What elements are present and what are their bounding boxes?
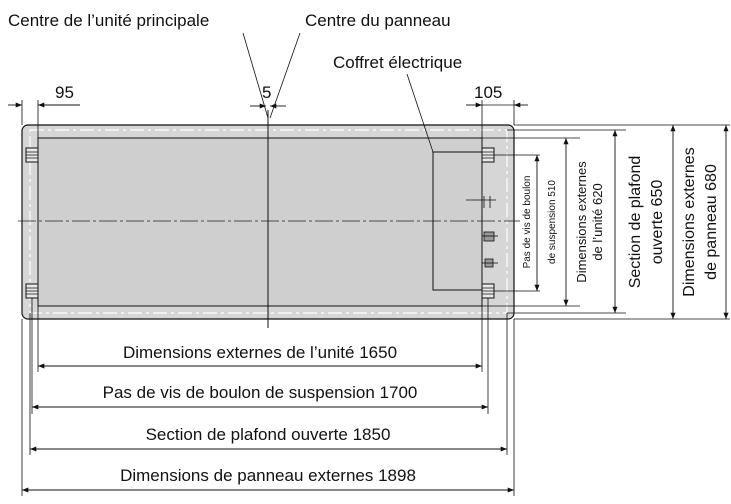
dim-unit-620-label-2: de l’unité 620 xyxy=(590,183,605,260)
panel-centre-label: Centre du panneau xyxy=(305,11,451,30)
dim-bolt-510-label-1: Pas de vis de boulon xyxy=(522,176,533,269)
electric-box-leader xyxy=(406,73,434,153)
hanger-bracket-top-left xyxy=(25,147,39,163)
dim-ceiling-1850-label: Section de plafond ouverte 1850 xyxy=(146,425,391,444)
dim-unit-1650-label: Dimensions externes de l’unité 1650 xyxy=(123,343,397,362)
dim-105-label: 105 xyxy=(474,83,502,102)
drain-fitting xyxy=(466,196,496,208)
hanger-bracket-bottom-left xyxy=(25,283,39,299)
main-unit-centre-leader xyxy=(242,32,269,119)
dim-unit-620-label-1: Dimensions externes xyxy=(574,161,589,283)
unit-body xyxy=(37,137,483,307)
electric-box xyxy=(432,151,483,291)
electric-box-label: Coffret électrique xyxy=(333,53,462,72)
dim-bolt-1700-label: Pas de vis de boulon de suspension 1700 xyxy=(103,383,418,402)
dim-panel-680-label-1: Dimensions externes xyxy=(681,147,698,296)
dim-ceiling-650-label-2: ouverte 650 xyxy=(649,180,666,265)
dim-5-label: 5 xyxy=(262,83,271,102)
dim-95-label: 95 xyxy=(55,83,74,102)
panel-centre-leader xyxy=(269,32,301,119)
pipe-connector-lower xyxy=(482,258,498,268)
dim-ceiling-650-label-1: Section de plafond xyxy=(627,156,644,289)
main-unit-centre-label: Centre de l’unité principale xyxy=(8,11,209,30)
hanger-bracket-top-right xyxy=(481,147,495,163)
pipe-connector-upper xyxy=(482,231,498,242)
dim-panel-1898-label: Dimensions de panneau externes 1898 xyxy=(120,466,416,485)
hanger-bracket-bottom-right xyxy=(481,283,495,299)
dim-panel-680-label-2: de panneau 680 xyxy=(703,164,720,280)
dim-bolt-510-label-2: de suspension 510 xyxy=(547,180,558,264)
